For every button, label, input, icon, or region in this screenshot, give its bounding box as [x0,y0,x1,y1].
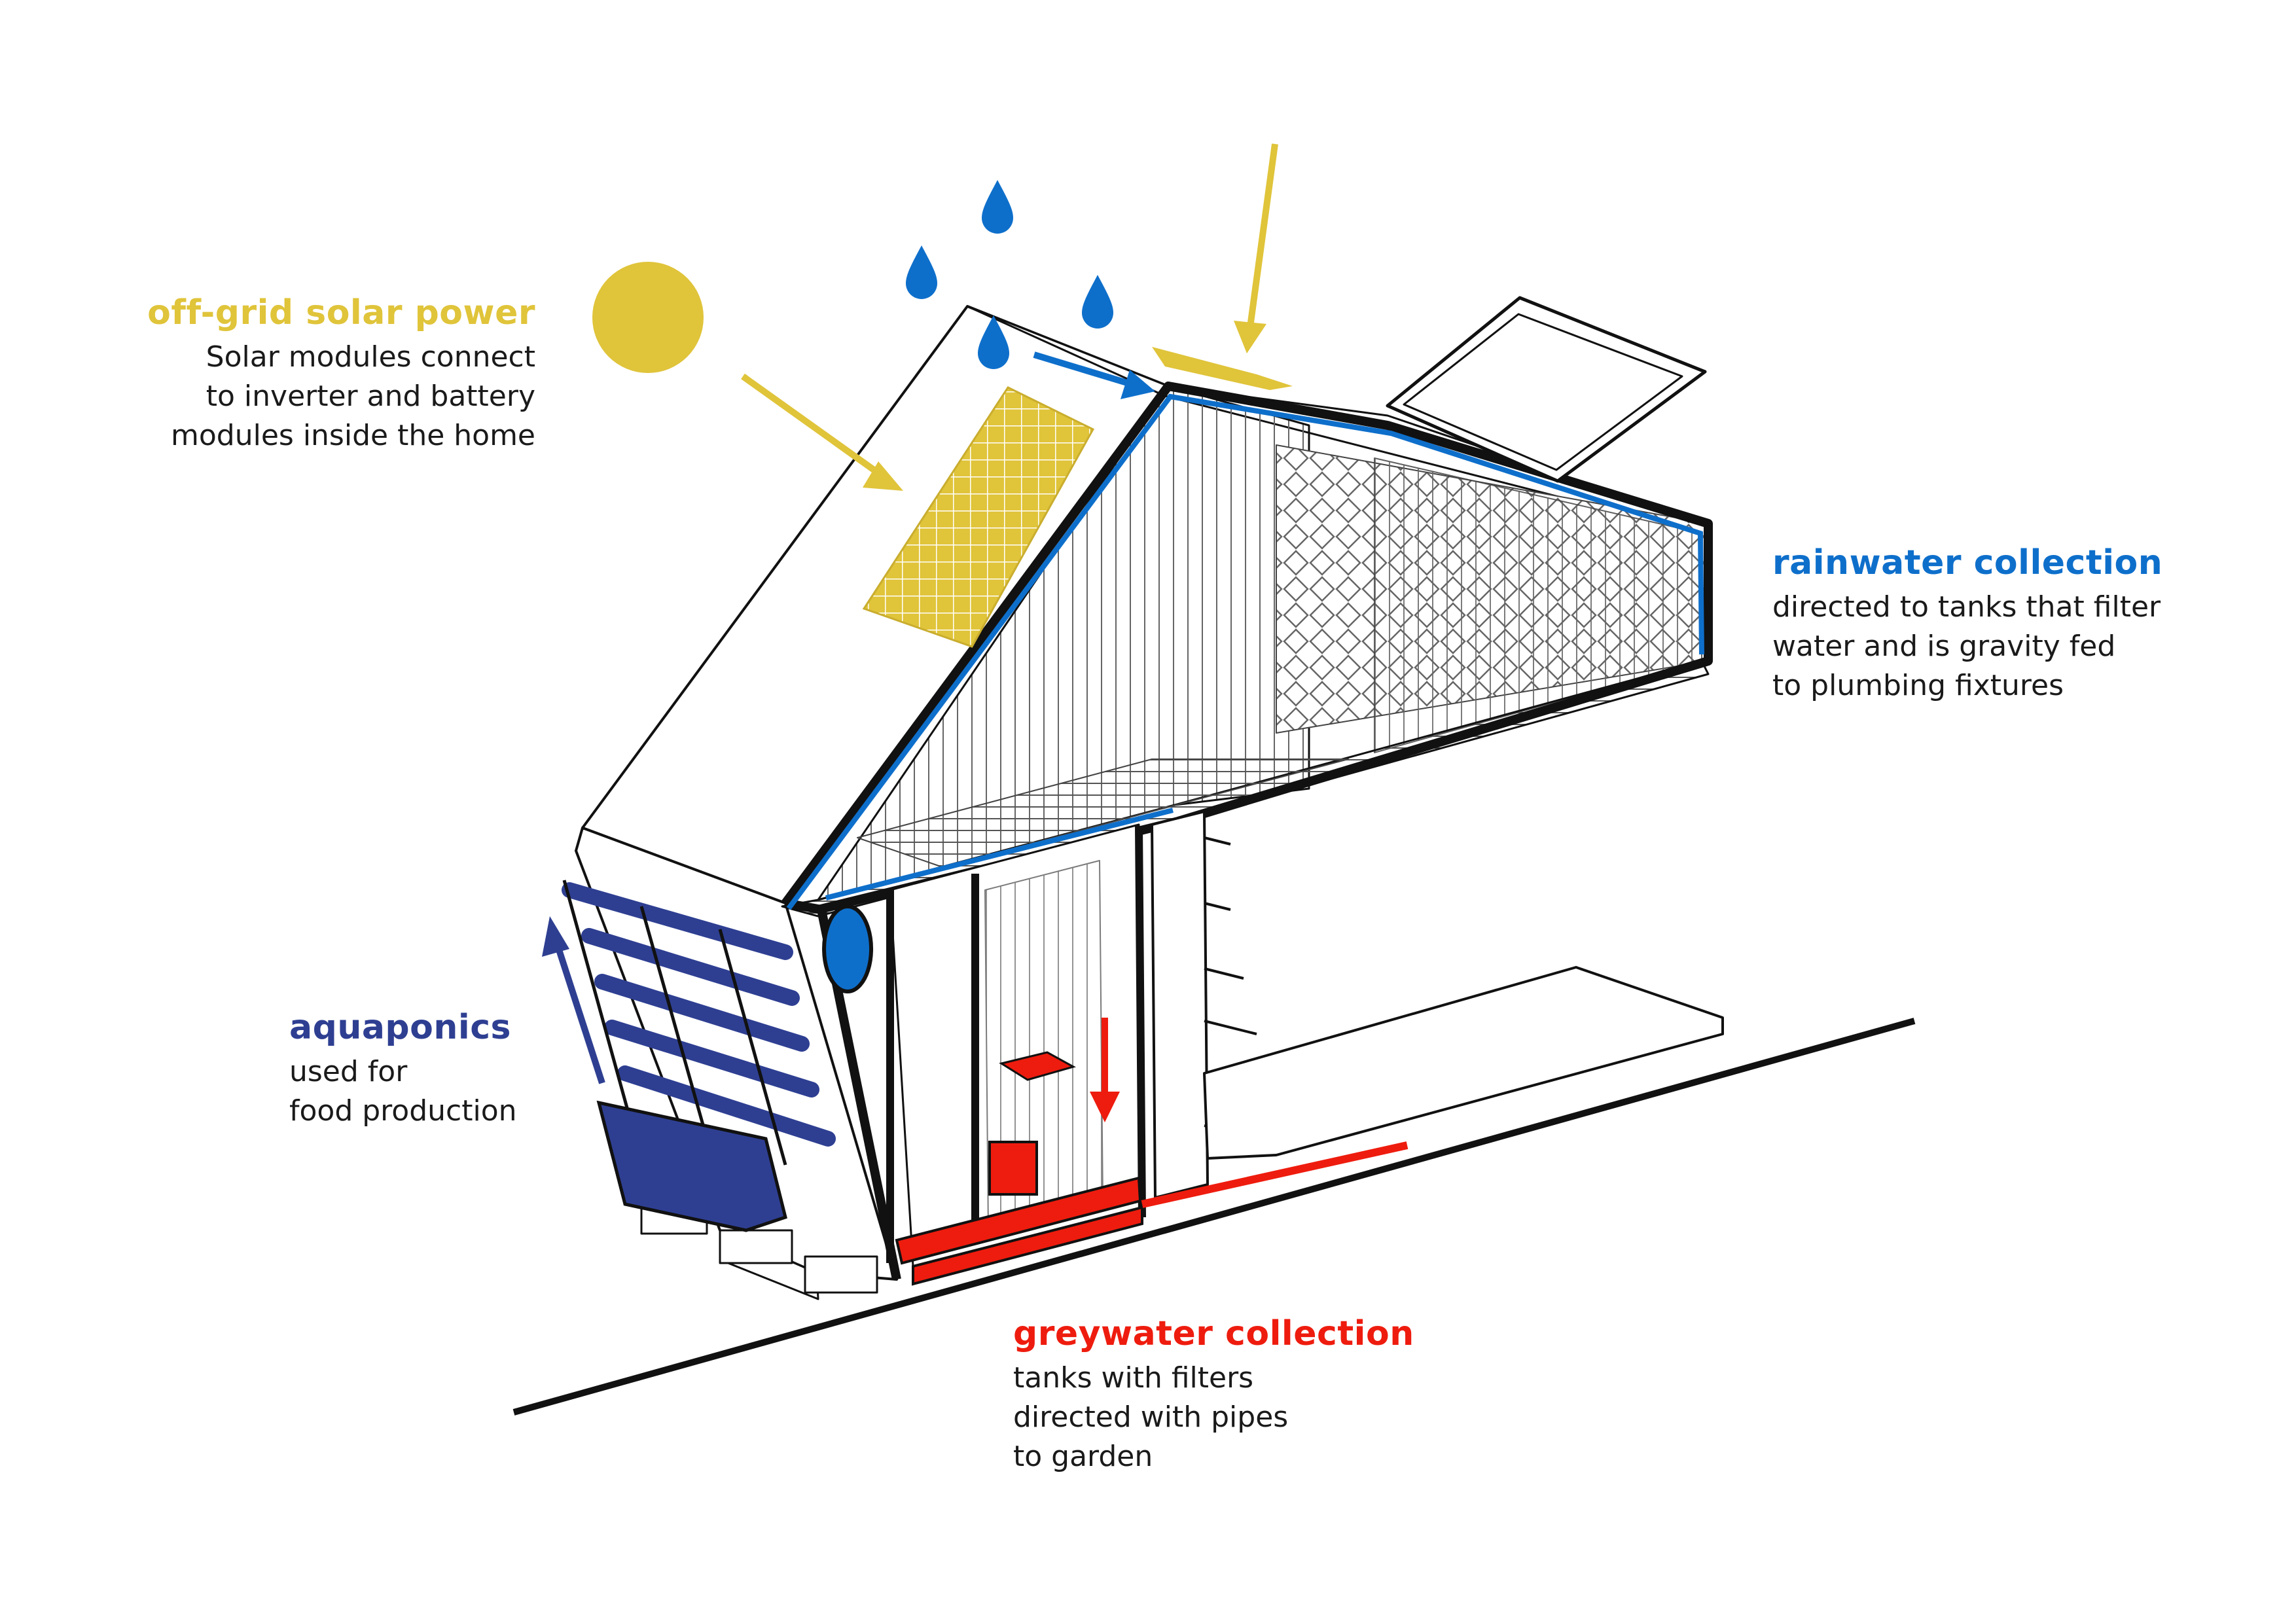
rainwater-pipe-floor [825,808,1174,901]
ground-line [512,1018,1916,1416]
solar-description: Solar modules connect to inverter and ba… [147,338,535,455]
sink-fixture [999,1051,1076,1081]
aquaponics-arrow-head [542,916,569,957]
solar-callout: off-grid solar power Solar modules conne… [147,293,535,455]
rainwater-gutter [786,393,1704,910]
greywater-line-3: to garden [1013,1440,1153,1473]
rainwater-description: directed to tanks that filter water and … [1772,588,2162,705]
rainwater-line-1: directed to tanks that filter [1772,590,2161,624]
solar-arrow-diagonal-head [863,461,903,491]
solar-panel [862,386,1095,648]
foundation-block-2 [719,1229,793,1264]
greywater-pipe-channel [912,1205,1143,1286]
aquaponics-tank [596,1100,787,1232]
aquaponics-frame [562,880,787,1166]
aquaponics-title: aquaponics [289,1008,511,1047]
lower-room-post-3 [1135,825,1146,1218]
solar-title: off-grid solar power [147,293,535,332]
toilet-fixture [988,1141,1038,1196]
section-cut-lower [784,899,901,1281]
aquaponics-line-1: used for [289,1055,408,1088]
rainwater-callout: rainwater collection directed to tanks t… [1772,543,2162,705]
solar-line-3: modules inside the home [171,419,535,452]
greywater-arrow-head [1090,1092,1120,1122]
storage-column [1151,810,1209,1199]
greywater-line-2: directed with pipes [1013,1400,1289,1434]
greywater-line-1: tanks with filters [1013,1361,1254,1395]
solar-arrow-vertical-head [1234,321,1266,353]
greywater-title: greywater collection [1013,1314,1414,1353]
rainwater-line-3: to plumbing fixtures [1772,669,2064,702]
aquaponics-arrow [554,944,605,1084]
greywater-tank-floor [895,1176,1142,1265]
roof-solar-strip [1152,347,1293,390]
rainwater-line-2: water and is gravity fed [1772,630,2116,663]
aquaponics-callout: aquaponics used for food production [289,1008,517,1131]
foundation-block-3 [804,1255,878,1294]
raindrop-icon [978,315,1009,369]
greywater-system [895,1018,1408,1286]
raindrop-icon [1082,275,1113,329]
aquaponics-tubes [562,882,836,1147]
solar-system [592,143,1293,648]
rain-arrow [1033,351,1128,386]
solar-arrow-diagonal [741,373,882,478]
aquaponics-system [542,880,836,1232]
rainwater-title: rainwater collection [1772,543,2163,582]
solar-arrow-vertical [1247,143,1278,328]
solar-line-2: to inverter and battery [206,380,535,413]
greywater-garden-pipe [1141,1141,1408,1208]
aquaponics-description: used for food production [289,1052,517,1131]
deck-platform [1203,966,1724,1160]
roof-hatch [1386,296,1707,483]
solar-line-1: Solar modules connect [206,340,535,374]
greywater-description: tanks with filters directed with pipes t… [1013,1359,1414,1476]
rainwater-tank [822,904,874,993]
greywater-callout: greywater collection tanks with filters … [1013,1314,1414,1476]
aquaponics-line-2: food production [289,1094,517,1128]
mid-floor-deck [857,758,1349,868]
rain-arrow-head [1121,370,1155,399]
sun-icon [592,262,704,373]
raindrop-icon [906,245,937,299]
raindrop-icon [982,180,1013,234]
rainwater-system [786,180,1704,993]
